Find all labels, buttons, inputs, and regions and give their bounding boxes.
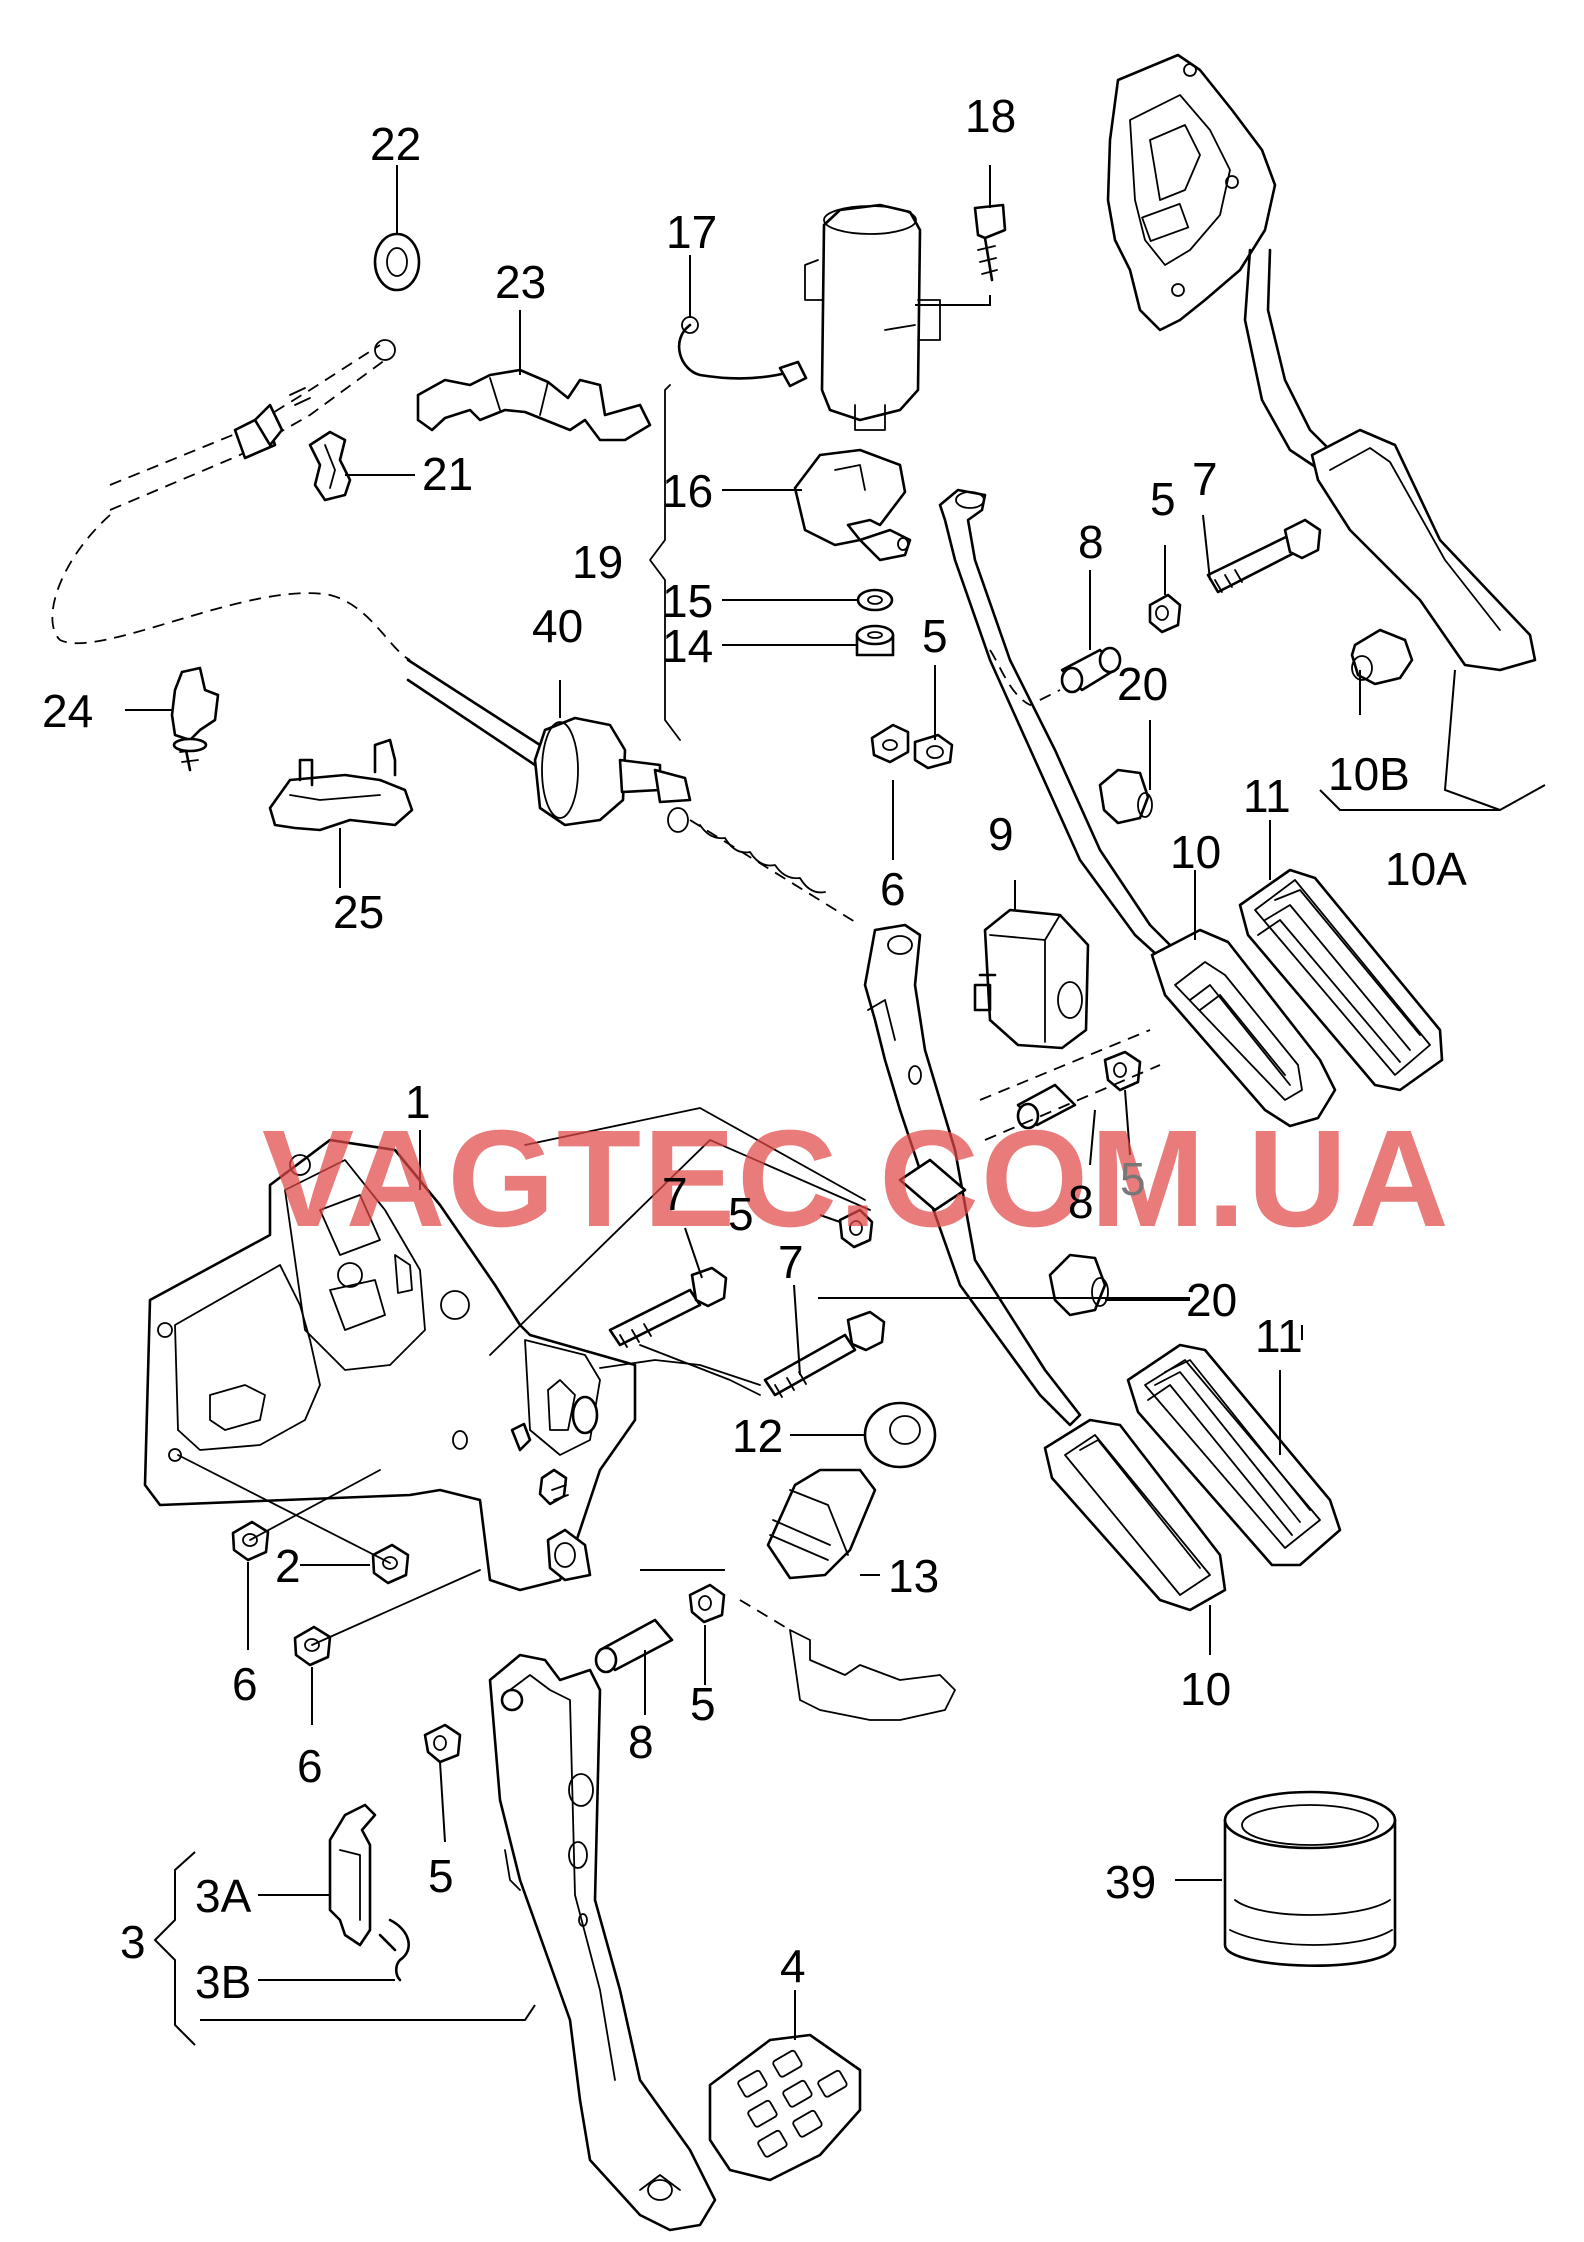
label-7-lower-a: 7: [662, 1168, 688, 1220]
part-9-switch: [973, 908, 1090, 1050]
bracket-19-brace: [649, 384, 681, 741]
label-1: 1: [405, 1076, 431, 1128]
part-16-bracket: [793, 448, 912, 562]
label-2: 2: [275, 1540, 301, 1592]
part-10b-bump-stop: [1350, 628, 1414, 686]
part-18-reservoir-assembly: [677, 203, 1007, 473]
part-22-washer: [373, 232, 421, 292]
part-23-clip: [416, 368, 652, 442]
label-3: 3: [120, 1916, 146, 1968]
callout-labels: 22 23 21 17 18 16 19 15 14 40 24 25 5 6 …: [42, 90, 1467, 2008]
part-39-sleeve: [1223, 1790, 1397, 1967]
label-3b: 3B: [195, 1956, 251, 2008]
label-21: 21: [422, 448, 473, 500]
part-25-bracket: [268, 738, 414, 832]
label-20-upper: 20: [1117, 658, 1168, 710]
part-24-clip: [170, 666, 220, 772]
label-14: 14: [662, 620, 713, 672]
leader-lines: [125, 165, 1546, 2046]
part-5-bush-center: [489, 1107, 874, 1356]
part-3b-spring-clip: [378, 1918, 410, 1982]
label-6-lower: 6: [297, 1740, 323, 1792]
upper-pivot-parts: [870, 518, 1322, 770]
middle-pivot-parts: [979, 1029, 1161, 1141]
part-2-nut: [371, 1543, 410, 1585]
label-5-middle: 5: [728, 1188, 754, 1240]
label-19: 19: [572, 536, 623, 588]
label-23: 23: [495, 256, 546, 308]
label-20-middle: 20: [1186, 1274, 1237, 1326]
watermark-text: VAGTEC.COM.UA: [262, 1102, 1451, 1256]
clutch-pedal-arm-upper: [938, 488, 1337, 1128]
part-3a-clip: [328, 1803, 377, 1947]
label-5-upper-b: 5: [1150, 473, 1176, 525]
part-14-bush: [855, 624, 895, 657]
part-15-washer: [856, 588, 894, 612]
label-5-lower-a: 5: [690, 1678, 716, 1730]
part-21-clip: [308, 430, 352, 502]
label-6-left: 6: [232, 1658, 258, 1710]
label-18: 18: [965, 90, 1016, 142]
label-40: 40: [532, 600, 583, 652]
lower-pivot-parts: [423, 1583, 956, 1764]
label-15: 15: [662, 575, 713, 627]
part-12-cap: [863, 1401, 937, 1469]
accelerator-pedal-module: [1106, 53, 1537, 672]
label-7-upper: 7: [1192, 453, 1218, 505]
label-39: 39: [1105, 1856, 1156, 1908]
label-24: 24: [42, 685, 93, 737]
label-25: 25: [333, 886, 384, 938]
part-11-pedal-pad-lower: [1126, 1343, 1342, 1567]
clutch-pedal-lower: [488, 1653, 717, 2232]
pushrod-dashed: [689, 819, 861, 926]
label-4: 4: [780, 1940, 806, 1992]
part-20-rubber-stop-upper: [1098, 768, 1153, 825]
label-8-middle: 8: [1068, 1176, 1094, 1228]
label-10-upper: 10: [1170, 826, 1221, 878]
part-6-nut-lower: [293, 1625, 332, 1667]
label-11-upper: 11: [1243, 770, 1291, 822]
label-8-upper: 8: [1078, 516, 1104, 568]
label-11-lower: 11: [1255, 1310, 1303, 1362]
part-11-pedal-pad-upper: [1238, 868, 1444, 1092]
guide-lines-bracket-left: [177, 1454, 481, 1646]
label-12: 12: [732, 1410, 783, 1462]
part-13-sleeve: [766, 1468, 877, 1580]
label-6-upper: 6: [880, 863, 906, 915]
part-4-pedal-pad: [708, 2033, 862, 2182]
part-1-pedal-bracket: [143, 1138, 637, 1592]
label-10-lower: 10: [1180, 1663, 1231, 1715]
label-8-lower: 8: [628, 1716, 654, 1768]
label-9: 9: [988, 808, 1014, 860]
label-5-lower-b: 5: [428, 1850, 454, 1902]
label-3a: 3A: [195, 1870, 252, 1922]
part-7-bolts: [599, 1266, 886, 1398]
part-40-clutch-cylinder: [406, 658, 692, 833]
part-20-rubber-stop-middle: [1048, 1253, 1109, 1317]
label-22: 22: [370, 118, 421, 170]
brake-pedal-arm: [863, 923, 1227, 1612]
label-5-grey: 5: [1120, 1153, 1146, 1205]
label-17: 17: [666, 206, 717, 258]
part-6-nut-left: [231, 1520, 270, 1562]
label-5-upper-a: 5: [922, 610, 948, 662]
label-10b: 10B: [1328, 748, 1410, 800]
brake-cable-dashed: [51, 339, 411, 661]
label-16: 16: [662, 465, 713, 517]
label-10a: 10A: [1385, 843, 1467, 895]
label-13: 13: [888, 1550, 939, 1602]
label-7-lower-b: 7: [778, 1236, 804, 1288]
